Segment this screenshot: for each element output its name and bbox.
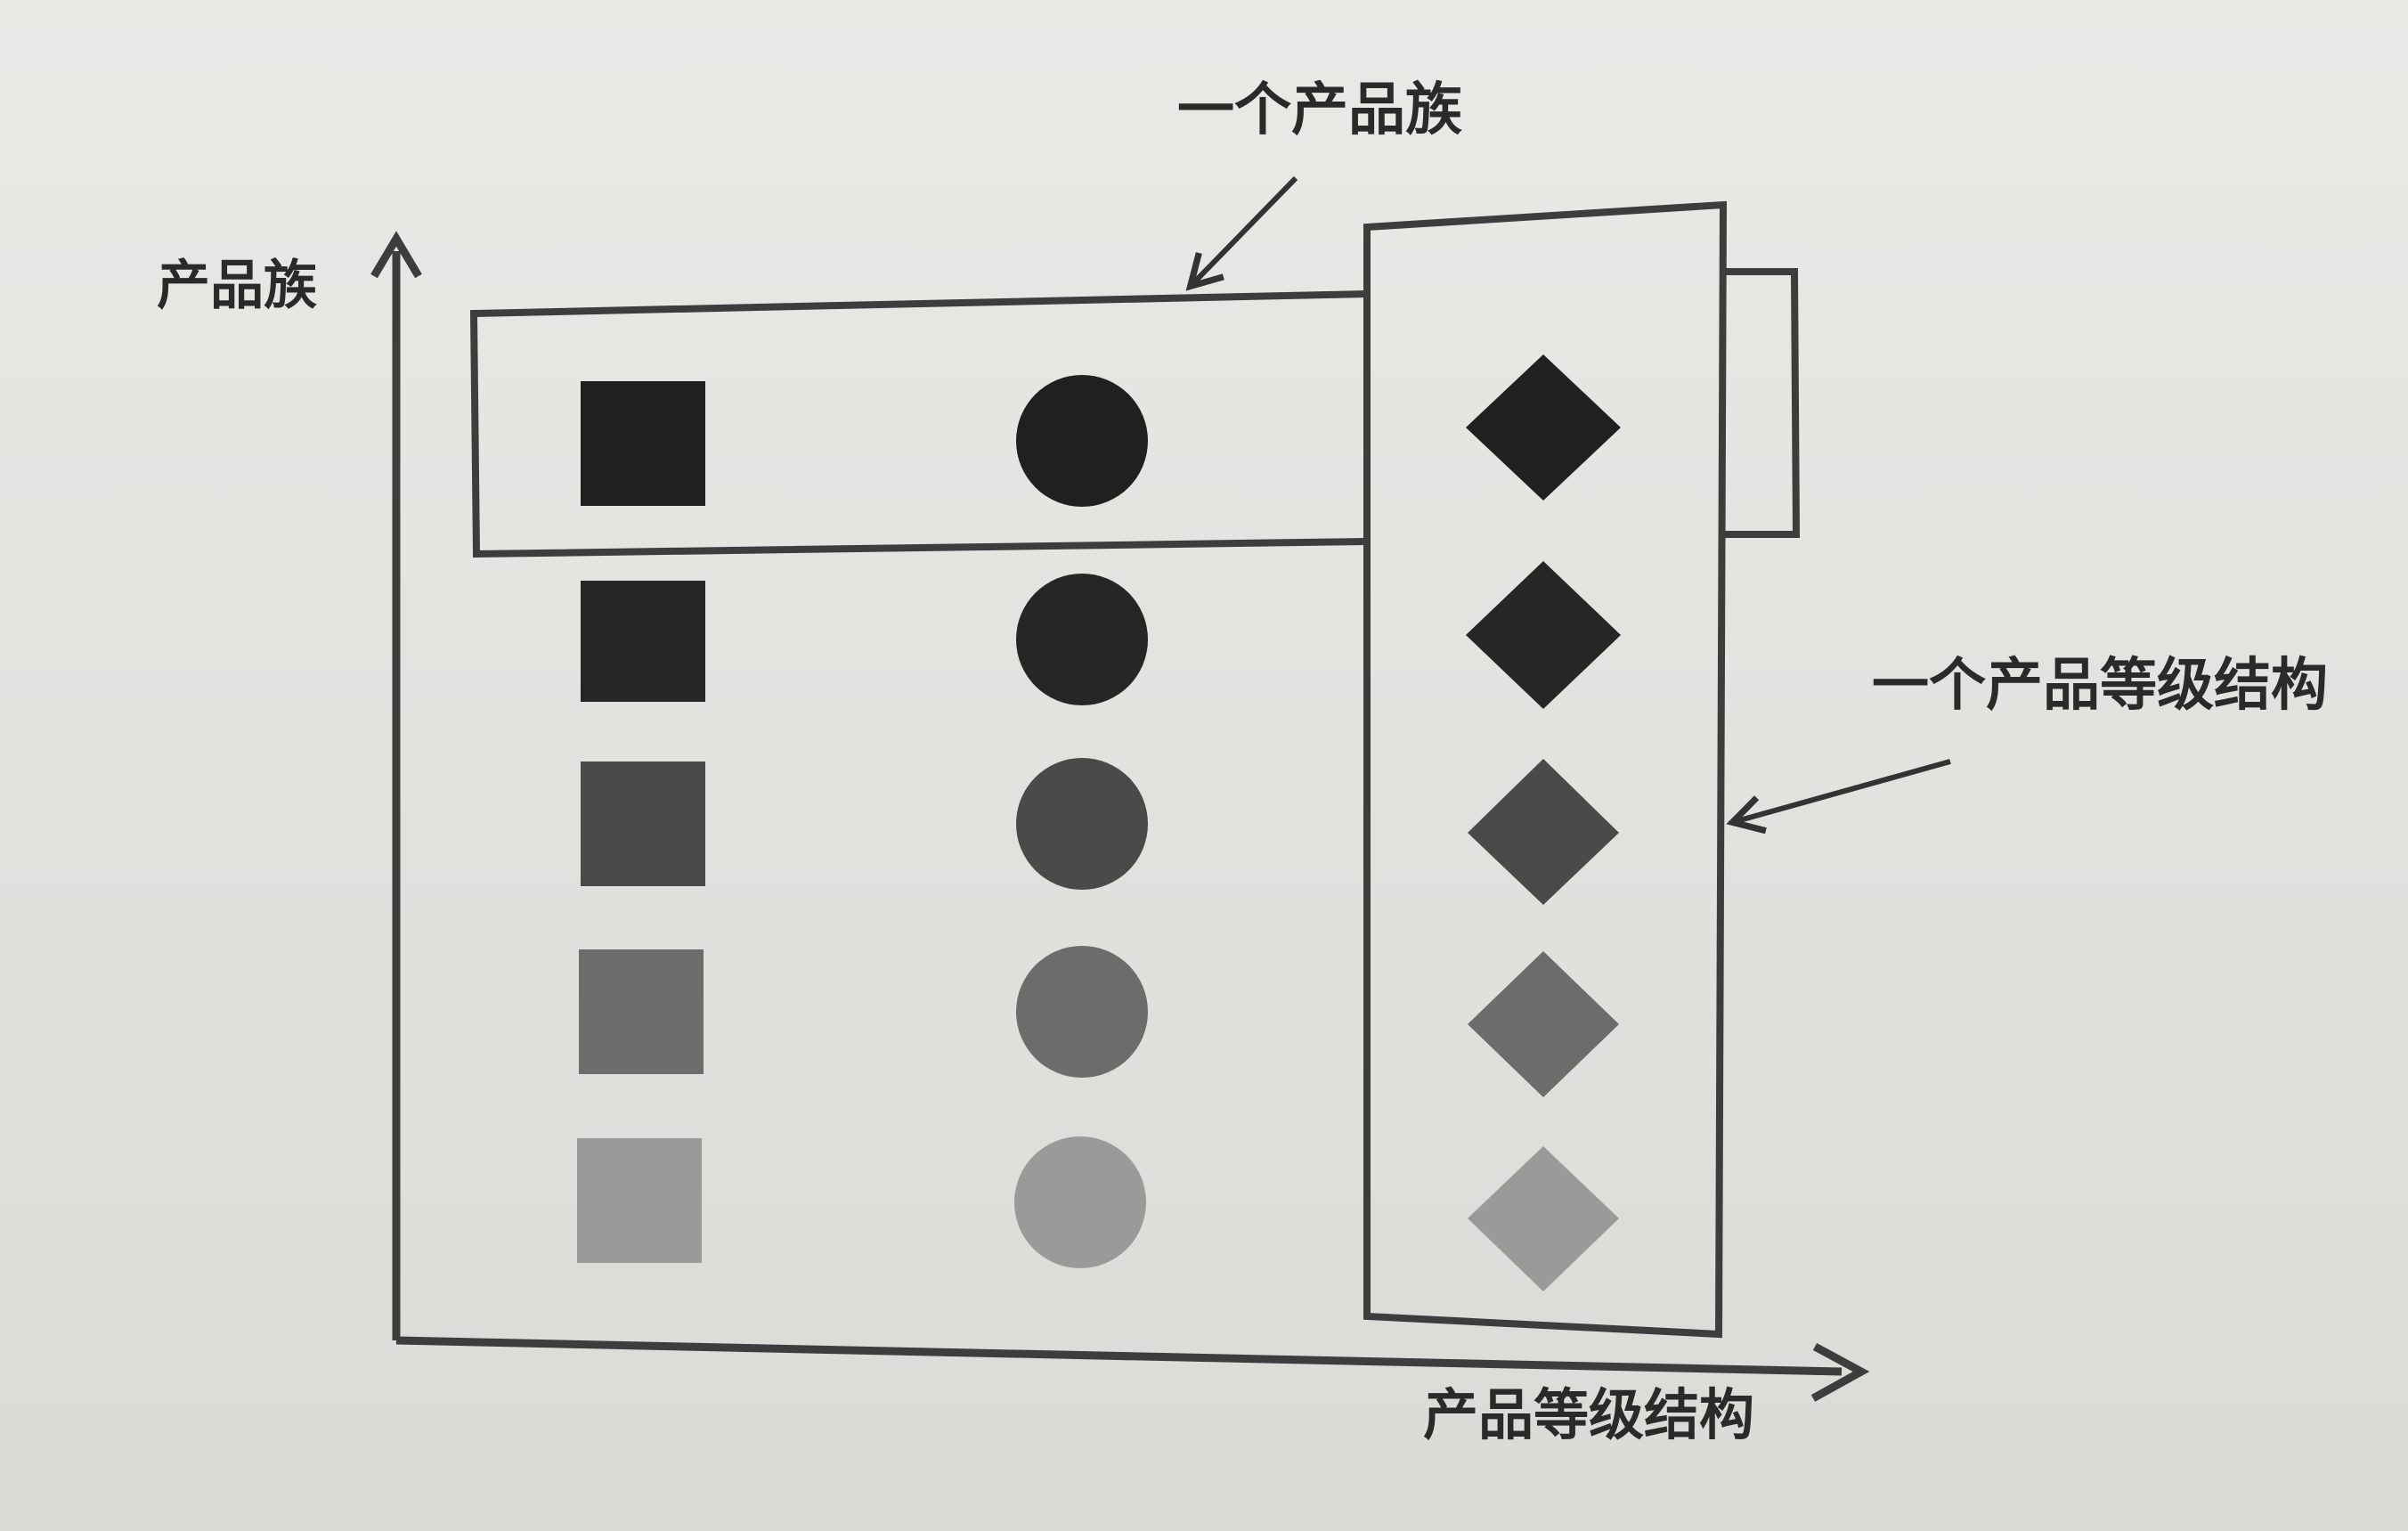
diamond-shape	[1466, 354, 1621, 501]
square-shape	[581, 761, 705, 886]
diamond-shape	[1468, 1146, 1619, 1291]
square-shape	[577, 1138, 702, 1263]
circle-shape	[1014, 1136, 1146, 1268]
diamond-shape	[1468, 951, 1619, 1097]
product-level-annotation: 一个产品等级结构	[1872, 653, 2328, 719]
diamond-shape	[1468, 759, 1619, 905]
y-axis-arrowhead	[370, 231, 422, 279]
product-level-pointer	[1726, 759, 1951, 835]
product-level-box	[1363, 200, 1728, 1339]
product-family-pointer	[1185, 175, 1298, 291]
y-axis-label: 产品族	[157, 255, 317, 317]
x-axis-arrowhead	[1810, 1343, 1870, 1402]
product-family-annotation: 一个产品族	[1177, 77, 1462, 143]
x-axis-label: 产品等级结构	[1423, 1382, 1755, 1447]
square-shape	[581, 381, 705, 506]
x-axis	[395, 1336, 1843, 1376]
product-family-box-tail	[1723, 268, 1801, 538]
shape-grid	[577, 354, 1621, 1291]
circle-shape	[1016, 375, 1148, 507]
product-family-box	[469, 290, 1368, 558]
square-shape	[581, 581, 705, 702]
square-shape	[579, 949, 704, 1074]
circle-shape	[1016, 758, 1148, 890]
circle-shape	[1016, 574, 1148, 705]
diamond-shape	[1466, 561, 1621, 709]
circle-shape	[1016, 946, 1148, 1078]
